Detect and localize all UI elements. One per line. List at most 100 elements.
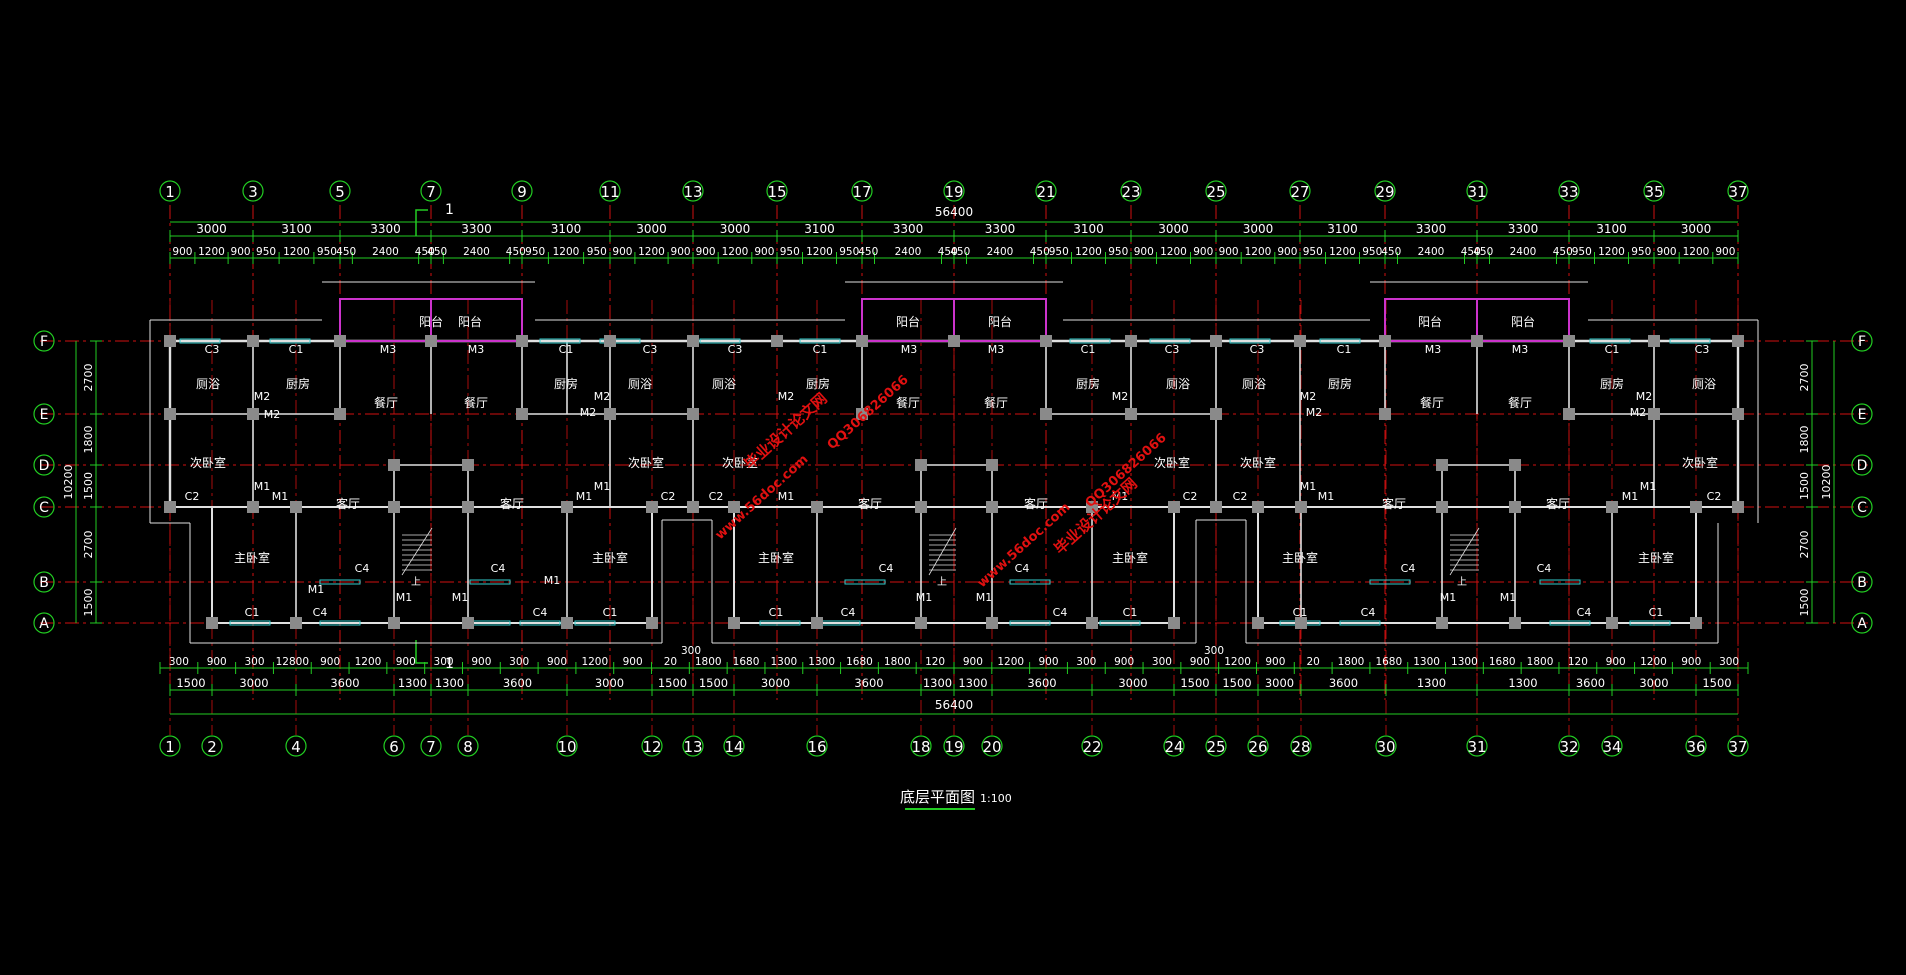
window [1669,338,1711,344]
dimension-value: 1680 [1489,656,1516,668]
axis-bubble [599,180,621,202]
window [599,338,641,344]
room-label: M2 [1112,390,1129,403]
dimension-value: 1200 [1245,246,1272,258]
room-label: C2 [1707,490,1722,503]
axis-label: 19 [944,738,963,756]
axis-bubble [1247,735,1269,757]
dimension-value: 900 [231,246,251,258]
room-label: 阳台 [896,314,920,329]
column [1436,617,1448,629]
room-label: 主卧室 [1282,550,1318,565]
dimension-value: 1300 [398,676,427,690]
column [1509,459,1521,471]
room-label: M3 [1512,343,1529,356]
axis-bubble [1851,571,1873,593]
column [1252,617,1264,629]
dimension-value: 1200 [355,656,382,668]
window [1589,338,1631,344]
axis-bubble [1081,735,1103,757]
axis-label: 24 [1164,738,1183,756]
room-label: C2 [185,490,200,503]
room-label: M2 [580,406,597,419]
drawing-title: 底层平面图 [900,788,975,806]
axis-bubble [682,180,704,202]
axis-label: 30 [1376,738,1395,756]
dimension-value: 900 [1265,656,1285,668]
room-label: M1 [544,574,561,587]
dimension-value: 950 [839,246,859,258]
dimension-value: 950 [1631,246,1651,258]
room-label: 餐厅 [896,395,920,410]
axis-label: 20 [982,738,1001,756]
dimension-value: 950 [780,246,800,258]
dimension-value: 450 [858,246,878,258]
dimension-value: 950 [1362,246,1382,258]
room-label: M1 [1318,490,1335,503]
axis-bubble [1851,496,1873,518]
room-label: M1 [1500,591,1517,604]
room-label: M3 [380,343,397,356]
axis-label: F [40,334,48,350]
window [1319,338,1361,344]
dimension-value: 1300 [958,676,987,690]
dimension-value: 450 [1030,246,1050,258]
axis-bubble [1727,735,1749,757]
room-label: C4 [313,606,328,619]
column [516,408,528,420]
dimension-value: 900 [1219,246,1239,258]
dimension-value: 120 [1568,656,1588,668]
column [1252,501,1264,513]
axis-bubble [1466,180,1488,202]
section-mark-label: 1 [445,656,454,672]
axis-bubble [33,330,55,352]
dimension-value: 450 [415,246,435,258]
axis-label: 17 [852,183,871,201]
room-label: M2 [1306,406,1323,419]
room-label: M1 [272,490,289,503]
dimension-value: 950 [587,246,607,258]
window [1009,579,1051,585]
room-label: M2 [264,408,281,421]
column [1732,501,1744,513]
dimension-value: 1500 [82,472,95,500]
axis-label: A [1857,616,1867,632]
column [986,501,998,513]
axis-label: 26 [1248,738,1267,756]
dimension-value: 300 [169,656,189,668]
dimension-value: 3600 [854,676,883,690]
dimension-value: 1800 [884,656,911,668]
column [164,501,176,513]
window [799,338,841,344]
axis-bubble [943,180,965,202]
window [519,620,561,626]
dimension-value: 12800 [276,656,309,668]
dimension-value: 1300 [1508,676,1537,690]
dimension-value: 450 [1553,246,1573,258]
section-mark-label: 1 [445,202,454,218]
axis-bubble [1163,735,1185,757]
column [561,617,573,629]
stair-break [928,527,957,576]
column [164,335,176,347]
room-label: 厨房 [554,376,578,391]
column [1471,335,1483,347]
axis-label: B [39,575,49,591]
axis-label: 25 [1206,738,1225,756]
room-label: 厨房 [1328,376,1352,391]
dimension-value: 450 [336,246,356,258]
dimension-total: 10200 [1820,465,1833,500]
dimension-value: 450 [1473,246,1493,258]
dimension-value: 300 [1719,656,1739,668]
dimension-value: 1200 [1075,246,1102,258]
room-labels: 阳台阳台阳台阳台阳台阳台厕浴厕浴厕浴厕浴厕浴厕浴厨房厨房厨房厨房厨房厨房餐厅餐厅… [185,314,1722,619]
dimension-value: 900 [612,246,632,258]
window [469,579,511,585]
dimension-value: 950 [1108,246,1128,258]
room-label: 阳台 [988,314,1012,329]
column [1294,335,1306,347]
dimension-value: 2700 [82,531,95,559]
window [574,620,616,626]
window [269,338,311,344]
